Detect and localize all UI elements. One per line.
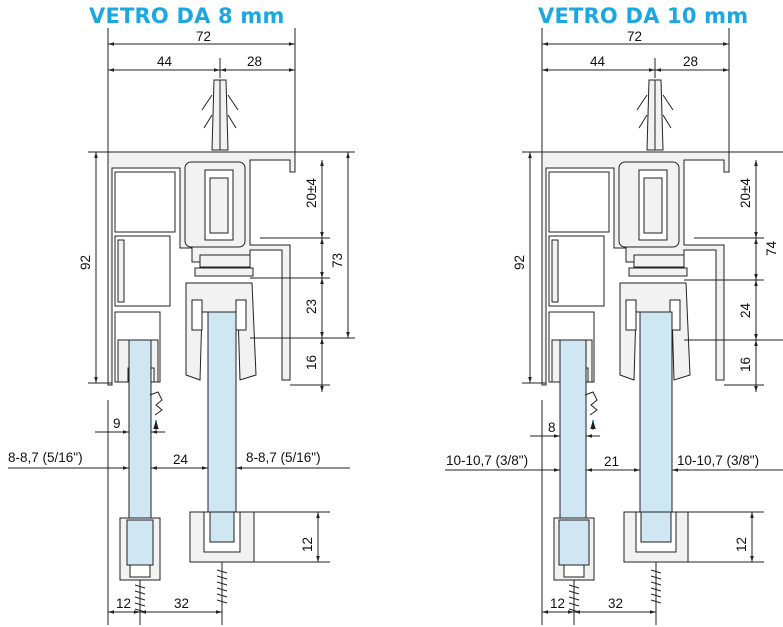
dim-12-bottom-10mm: 12 <box>550 596 565 611</box>
dim-top-10mm <box>541 28 730 160</box>
dim-32-8mm: 32 <box>174 596 189 611</box>
dim-24-10mm: 24 <box>738 302 753 318</box>
dim-glass-right-10mm: 10-10,7 (3/8") <box>677 453 759 468</box>
dim-44-10mm: 44 <box>590 54 606 69</box>
dim-24-8mm: 24 <box>173 452 189 467</box>
dim-72-10mm: 72 <box>627 29 642 44</box>
dim-23-8mm: 23 <box>304 299 319 314</box>
dim-horizontal-10mm <box>445 400 783 625</box>
dim-74-10mm: 74 <box>764 240 779 256</box>
floor-guide-left-8mm <box>119 517 161 581</box>
dim-8-10mm: 8 <box>548 420 556 435</box>
dim-glass-right-8mm: 8-8,7 (5/16") <box>246 450 321 465</box>
floor-guide-right-10mm <box>623 511 689 563</box>
anchor-8mm <box>201 79 239 151</box>
dim-73-8mm: 73 <box>330 253 345 268</box>
dim-vertical-10mm <box>522 151 783 392</box>
dim-44-8mm: 44 <box>157 54 173 69</box>
dim-92-10mm: 92 <box>512 255 527 270</box>
floor-guide-right-8mm <box>189 511 255 563</box>
dim-12-guide-8mm: 12 <box>300 537 315 552</box>
title-10mm: VETRO DA 10 mm <box>538 4 749 28</box>
dim-28-10mm: 28 <box>683 54 698 69</box>
drawing-8mm <box>8 28 355 625</box>
drawing-10mm <box>445 28 783 625</box>
dim-28-8mm: 28 <box>247 54 262 69</box>
dim-12-guide-10mm: 12 <box>734 537 749 552</box>
dim-20-4-8mm: 20±4 <box>304 178 319 208</box>
dim-top-8mm <box>107 28 296 160</box>
dim-glass-left-10mm: 10-10,7 (3/8") <box>446 453 528 468</box>
glass-sliding-8mm <box>207 311 237 541</box>
dim-72-8mm: 72 <box>196 29 211 44</box>
dim-horizontal-8mm <box>8 400 350 625</box>
dim-vertical-8mm <box>88 151 355 392</box>
dim-12-bottom-8mm: 12 <box>116 596 131 611</box>
dim-20-4-10mm: 20±4 <box>738 178 753 208</box>
title-8mm: VETRO DA 8 mm <box>89 4 285 28</box>
dim-16-8mm: 16 <box>304 355 319 370</box>
dim-9-8mm: 9 <box>113 416 121 431</box>
dim-21-10mm: 21 <box>604 454 619 469</box>
floor-guide-left-10mm <box>553 517 595 581</box>
dim-32-10mm: 32 <box>608 596 623 611</box>
anchor-10mm <box>636 79 674 151</box>
dim-92-8mm: 92 <box>78 255 93 270</box>
dim-glass-left-8mm: 8-8,7 (5/16") <box>8 450 83 465</box>
dim-16-10mm: 16 <box>738 357 753 372</box>
glass-sliding-10mm <box>639 311 673 541</box>
